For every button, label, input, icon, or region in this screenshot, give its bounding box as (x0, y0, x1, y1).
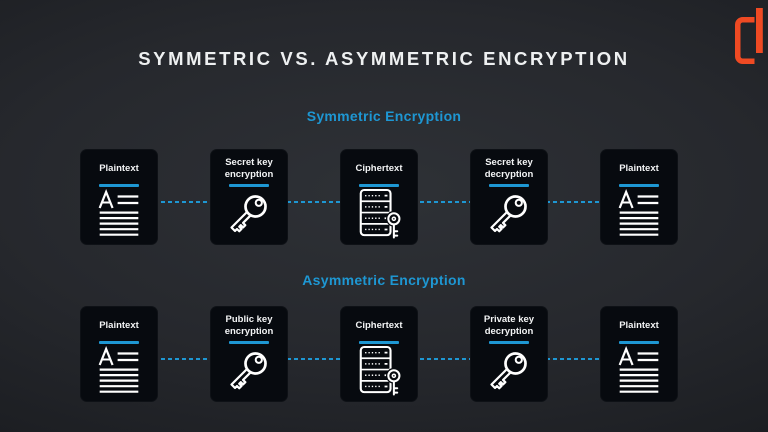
step-card-secret-key-decryption: Secret key decryption (470, 149, 548, 245)
step-label: Plaintext (619, 319, 659, 331)
label-underline (359, 341, 399, 344)
step-card-ciphertext: Ciphertext (340, 149, 418, 245)
step-card-public-key-encryption: Public key encryption (210, 306, 288, 402)
key-icon (226, 187, 272, 245)
label-underline (489, 184, 529, 187)
step-card-ciphertext: Ciphertext (340, 306, 418, 402)
step-label: Plaintext (99, 319, 139, 331)
step-card-plaintext: Plaintext (80, 149, 158, 245)
step-label: Ciphertext (355, 162, 403, 174)
key-icon (486, 344, 532, 402)
label-underline (489, 341, 529, 344)
step-card-secret-key-encryption: Secret key encryption (210, 149, 288, 245)
step-label: Public key encryption (224, 313, 274, 337)
step-card-plaintext: Plaintext (80, 306, 158, 402)
plaintext-document-icon (616, 344, 662, 402)
step-card-plaintext: Plaintext (600, 306, 678, 402)
step-card-plaintext: Plaintext (600, 149, 678, 245)
key-icon (486, 187, 532, 245)
label-underline (229, 341, 269, 344)
asymmetric-section-heading: Asymmetric Encryption (302, 272, 466, 288)
label-underline (619, 341, 659, 344)
label-underline (619, 184, 659, 187)
symmetric-section-heading: Symmetric Encryption (306, 108, 462, 124)
step-label: Secret key decryption (484, 156, 534, 180)
step-card-private-key-decryption: Private key decryption (470, 306, 548, 402)
page-title: SYMMETRIC VS. ASYMMETRIC ENCRYPTION (138, 48, 630, 69)
label-underline (359, 184, 399, 187)
step-label: Private key decryption (483, 313, 535, 337)
step-label: Ciphertext (355, 319, 403, 331)
step-label: Plaintext (99, 162, 139, 174)
ciphertext-server-icon (355, 344, 403, 402)
symmetric-flow-row: Plaintext Secret key encryption Cipherte… (0, 149, 768, 245)
asymmetric-flow-row: Plaintext Public key encryption Cipherte… (0, 306, 768, 402)
ciphertext-server-icon (355, 187, 403, 245)
key-icon (226, 344, 272, 402)
plaintext-document-icon (96, 344, 142, 402)
step-label: Secret key encryption (224, 156, 274, 180)
step-label: Plaintext (619, 162, 659, 174)
plaintext-document-icon (616, 187, 662, 245)
plaintext-document-icon (96, 187, 142, 245)
label-underline (229, 184, 269, 187)
label-underline (99, 184, 139, 187)
label-underline (99, 341, 139, 344)
